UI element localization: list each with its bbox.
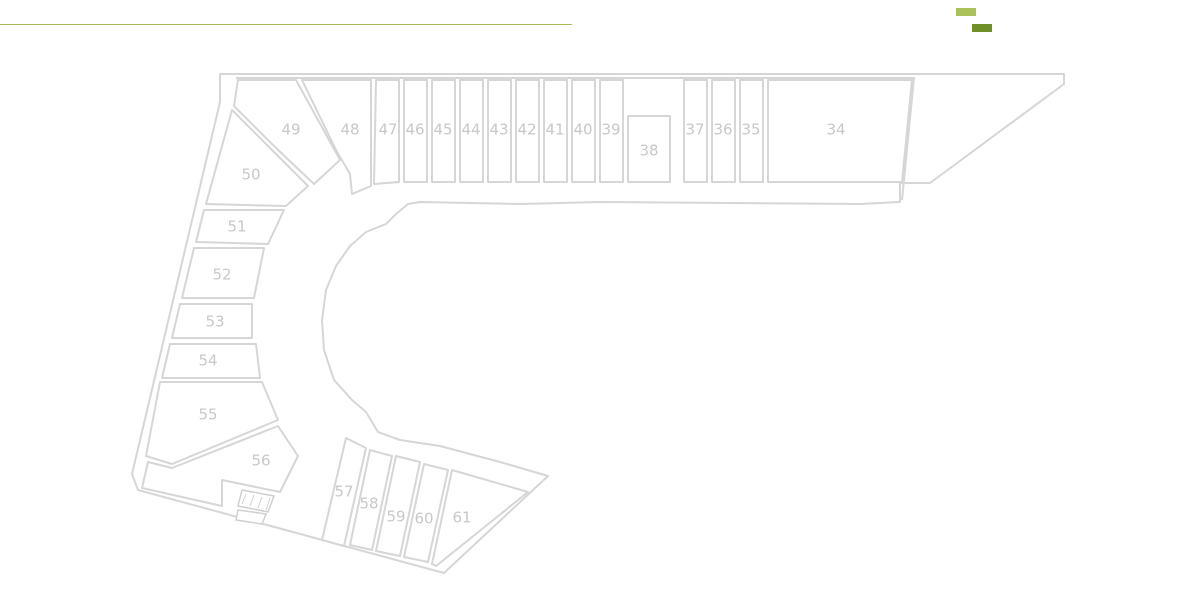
unit-55-shape[interactable]	[145, 381, 279, 465]
unit-35-shape[interactable]	[739, 79, 764, 183]
unit-43[interactable]: 43	[487, 79, 512, 183]
unit-53[interactable]: 53	[171, 303, 253, 339]
unit-61[interactable]: 61	[431, 469, 529, 567]
unit-45[interactable]: 45	[431, 79, 456, 183]
unit-40[interactable]: 40	[571, 79, 596, 183]
unit-41-shape[interactable]	[543, 79, 568, 183]
unit-46-shape[interactable]	[403, 79, 428, 183]
unit-60-shape[interactable]	[403, 463, 449, 563]
legend-swatch-dark	[972, 24, 992, 32]
unit-45-shape[interactable]	[431, 79, 456, 183]
unit-42[interactable]: 42	[515, 79, 540, 183]
unit-38[interactable]: 38	[627, 115, 671, 183]
unit-49-shape[interactable]	[233, 79, 341, 185]
unit-59-shape[interactable]	[375, 455, 421, 557]
unit-43-shape[interactable]	[487, 79, 512, 183]
unit-34-shape[interactable]	[767, 79, 913, 183]
unit-51[interactable]: 51	[195, 209, 285, 245]
unit-58-shape[interactable]	[349, 449, 393, 551]
unit-34[interactable]: 34	[767, 79, 913, 183]
unit-37-shape[interactable]	[683, 79, 708, 183]
unit-35[interactable]: 35	[739, 79, 764, 183]
top-strip-inner-line	[236, 77, 915, 201]
unit-48-shape[interactable]	[301, 79, 372, 195]
unit-44[interactable]: 44	[459, 79, 484, 183]
unit-54-shape[interactable]	[161, 343, 261, 379]
unit-61-shape[interactable]	[431, 469, 529, 567]
unit-39-shape[interactable]	[599, 79, 624, 183]
building-outline	[131, 73, 1065, 574]
unit-52-shape[interactable]	[181, 247, 265, 299]
unit-44-shape[interactable]	[459, 79, 484, 183]
unit-50-shape[interactable]	[205, 109, 309, 207]
stairwell	[235, 489, 276, 525]
legend-swatch-light	[956, 8, 976, 16]
unit-57-shape[interactable]	[321, 437, 367, 547]
unit-53-shape[interactable]	[171, 303, 253, 339]
unit-51-shape[interactable]	[195, 209, 285, 245]
unit-56-shape[interactable]	[141, 425, 299, 507]
unit-47-shape[interactable]	[373, 79, 400, 185]
unit-42-shape[interactable]	[515, 79, 540, 183]
unit-37[interactable]: 37	[683, 79, 708, 183]
unit-52[interactable]: 52	[181, 247, 265, 299]
header-divider-line	[0, 24, 572, 25]
unit-41[interactable]: 41	[543, 79, 568, 183]
unit-46[interactable]: 46	[403, 79, 428, 183]
unit-36[interactable]: 36	[711, 79, 736, 183]
unit-47[interactable]: 47	[373, 79, 400, 185]
unit-40-shape[interactable]	[571, 79, 596, 183]
unit-36-shape[interactable]	[711, 79, 736, 183]
unit-38-shape[interactable]	[627, 115, 671, 183]
unit-54[interactable]: 54	[161, 343, 261, 379]
unit-39[interactable]: 39	[599, 79, 624, 183]
